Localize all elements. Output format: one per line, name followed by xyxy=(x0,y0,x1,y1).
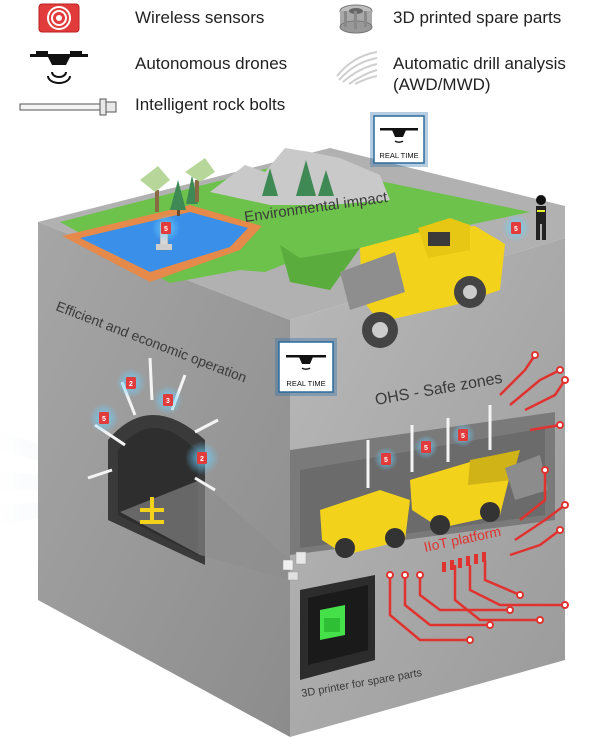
3d-printer xyxy=(300,575,375,680)
sensor-tunnel-top-right: 3 xyxy=(153,385,183,415)
realtime-label-top: REAL TIME xyxy=(379,151,418,160)
iiot-circuit xyxy=(388,354,567,642)
printed-parts xyxy=(282,551,307,581)
iiot-circuit-nodes xyxy=(386,351,569,644)
svg-text:5: 5 xyxy=(102,416,106,423)
iiot-chip xyxy=(442,552,486,572)
svg-text:3: 3 xyxy=(166,398,170,405)
wireless-sensor-icon xyxy=(38,3,80,33)
tunnel xyxy=(108,415,290,580)
sensor-gallery-1: 5 xyxy=(374,447,398,471)
worker xyxy=(536,195,546,240)
svg-text:5: 5 xyxy=(514,226,518,233)
sensor-top-person: 5 xyxy=(502,214,530,242)
drill-analysis-icon xyxy=(336,51,378,85)
legend-spare-parts: 3D printed spare parts xyxy=(393,8,562,27)
sensor-tunnel-left: 5 xyxy=(89,403,119,433)
svg-text:2: 2 xyxy=(200,456,204,463)
sensor-gallery-3: 5 xyxy=(451,423,475,447)
gear-part-icon xyxy=(339,4,373,34)
sensor-tunnel-right: 2 xyxy=(185,441,219,475)
svg-text:5: 5 xyxy=(164,226,168,233)
svg-text:2: 2 xyxy=(129,381,133,388)
realtime-box-top: REAL TIME xyxy=(370,112,428,167)
svg-text:5: 5 xyxy=(461,433,465,440)
realtime-box-middle: REAL TIME xyxy=(275,338,337,396)
svg-text:5: 5 xyxy=(424,445,428,452)
mountain xyxy=(210,148,390,205)
rock-bolt-icon xyxy=(19,98,117,116)
trees xyxy=(140,158,334,216)
legend-autonomous-drones: Autonomous drones xyxy=(135,54,288,73)
gallery-bolts xyxy=(366,405,492,488)
sensor-gallery-2: 5 xyxy=(414,435,438,459)
svg-text:5: 5 xyxy=(384,457,388,464)
legend-drill-analysis-line2: (AWD/MWD) xyxy=(393,75,491,94)
realtime-label-middle: REAL TIME xyxy=(286,379,325,388)
legend-wireless-sensors: Wireless sensors xyxy=(135,8,265,27)
legend-rock-bolts: Intelligent rock bolts xyxy=(135,95,286,114)
legend-drill-analysis-line1: Automatic drill analysis xyxy=(393,54,566,73)
sensor-tunnel-top: 2 xyxy=(116,368,146,398)
surface-loader xyxy=(340,218,505,348)
sensor-top-pond: 5 xyxy=(152,214,180,242)
sensor-markers: 5 5 5 2 3 2 5 5 5 xyxy=(89,214,530,475)
drone-icon xyxy=(30,51,88,84)
